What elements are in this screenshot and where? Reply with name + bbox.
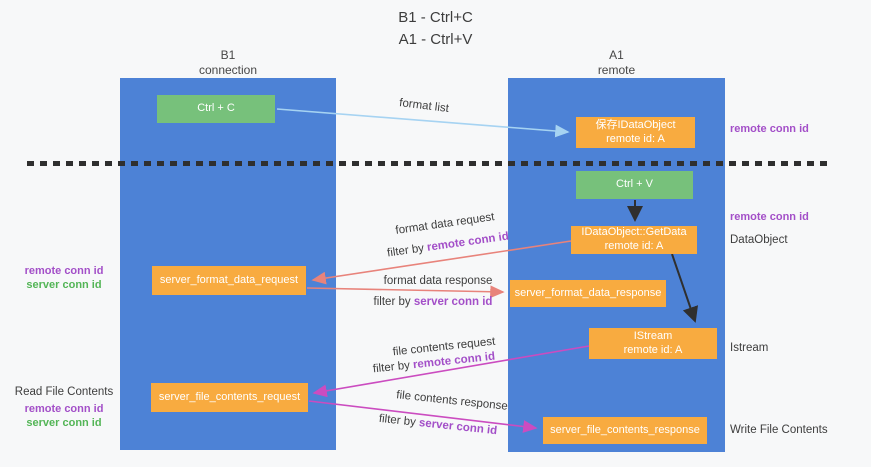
lane-a1-subtitle: remote — [597, 63, 636, 77]
title-line-2: A1 - Ctrl+V — [398, 30, 473, 48]
filter-by-text: filter by — [373, 296, 414, 308]
lane-b1-subtitle: connection — [198, 63, 258, 77]
node-server-file-contents-response: server_file_contents_response — [543, 417, 707, 444]
node-server-file-contents-request: server_file_contents_request — [151, 383, 308, 412]
node-server-format-data-response: server_format_data_response — [510, 280, 666, 307]
node-save-idataobject-line2: remote id: A — [606, 132, 665, 145]
node-istream-line1: IStream — [633, 329, 673, 342]
node-server-format-data-response-label: server_format_data_response — [514, 286, 662, 299]
title-line-1: B1 - Ctrl+C — [398, 9, 473, 26]
label-format-list: format list — [398, 97, 450, 115]
filter-by-text: filter by — [386, 241, 428, 260]
node-server-file-contents-response-label: server_file_contents_response — [550, 423, 700, 436]
diagram-title: B1 - Ctrl+C A1 - Ctrl+V — [0, 7, 871, 51]
left-label-remote-conn-id-top: remote conn id — [24, 265, 104, 277]
node-ctrl-v-label: Ctrl + V — [616, 178, 653, 191]
right-label-istream: Istream — [730, 342, 769, 354]
remote-conn-id-highlight: remote conn id — [426, 230, 510, 254]
server-conn-id-highlight: server conn id — [418, 417, 498, 438]
left-label-server-conn-id-top: server conn id — [26, 279, 102, 291]
node-idataobject-getdata: IDataObject::GetData remote id: A — [571, 226, 697, 254]
node-save-idataobject: 保存IDataObject remote id: A — [576, 117, 695, 148]
node-server-format-data-request-label: server_format_data_request — [159, 273, 299, 286]
lane-a1-header: A1 remote — [508, 48, 725, 78]
arrow-format-data-response — [306, 285, 505, 299]
label-format-data-request: format data request — [394, 211, 496, 237]
left-label-remote-conn-id-bottom: remote conn id — [24, 403, 104, 415]
label-format-data-response: format data response — [383, 275, 493, 287]
node-istream: IStream remote id: A — [589, 328, 717, 359]
left-label-read-file-contents: Read File Contents — [14, 386, 114, 398]
right-label-remote-conn-id-top: remote conn id — [730, 123, 809, 135]
node-ctrl-c-label: Ctrl + C — [197, 102, 235, 115]
lane-b1-header: B1 connection — [120, 48, 336, 78]
node-ctrl-v: Ctrl + V — [576, 171, 693, 199]
node-ctrl-c: Ctrl + C — [157, 95, 275, 123]
label-filter-by-remote-conn-id-2: filter by remote conn id — [372, 351, 495, 376]
node-istream-line2: remote id: A — [623, 343, 683, 356]
right-label-write-file-contents: Write File Contents — [730, 424, 828, 436]
node-idataobject-getdata-line2: remote id: A — [604, 240, 664, 252]
left-label-server-conn-id-bottom: server conn id — [26, 417, 102, 429]
filter-by-text: filter by — [378, 412, 420, 429]
node-server-format-data-request: server_format_data_request — [152, 266, 306, 295]
node-server-file-contents-request-label: server_file_contents_request — [158, 390, 301, 403]
server-conn-id-highlight: server conn id — [413, 296, 493, 308]
lane-a1-name: A1 — [609, 48, 624, 62]
label-filter-by-server-conn-id-2: filter by server conn id — [378, 413, 497, 437]
lane-b1-name: B1 — [220, 48, 236, 62]
right-label-remote-conn-id-mid: remote conn id — [730, 211, 809, 223]
node-idataobject-getdata-line1: IDataObject::GetData — [581, 226, 687, 239]
filter-by-text: filter by — [372, 359, 414, 376]
clipboard-boundary-dashed-line — [27, 161, 830, 166]
node-save-idataobject-line1: 保存IDataObject — [595, 118, 676, 131]
right-label-dataobject: DataObject — [730, 234, 788, 246]
label-filter-by-server-conn-id-1: filter by server conn id — [374, 296, 493, 308]
label-file-contents-response: file contents response — [395, 389, 509, 413]
